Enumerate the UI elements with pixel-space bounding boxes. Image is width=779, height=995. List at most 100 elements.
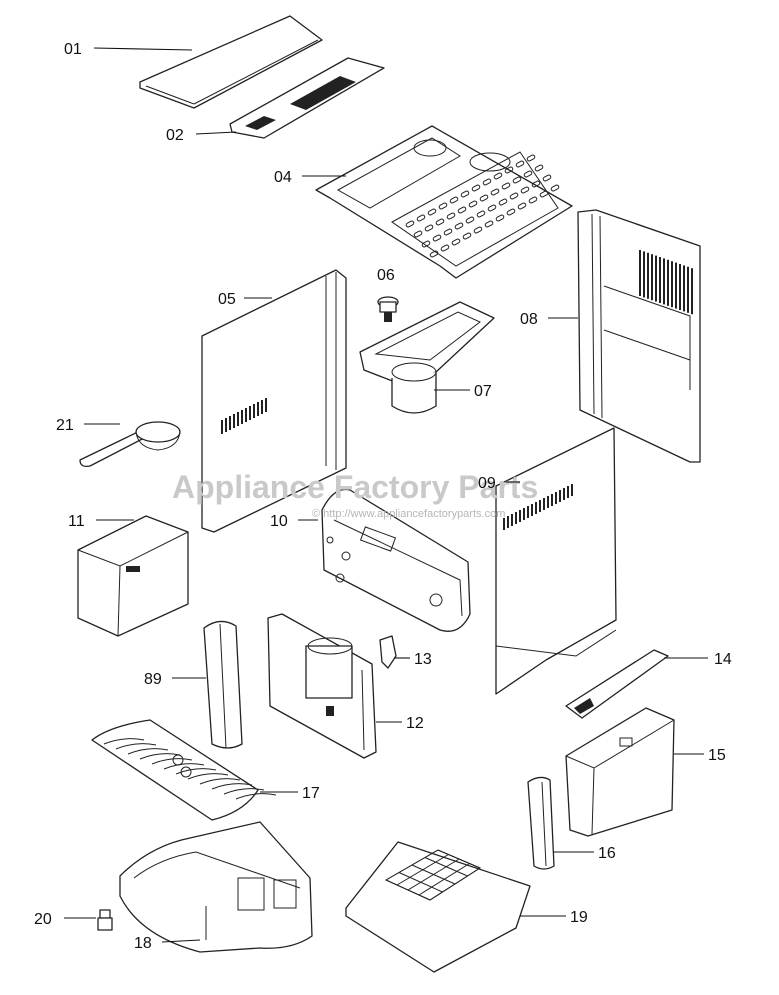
hole [427,208,437,216]
part-17-drip-grate [91,719,277,821]
label-05: 05 [218,291,236,308]
hole [465,216,475,224]
hole [487,204,497,212]
hole [473,226,483,234]
part-04-top-frame [315,125,573,279]
hole [504,166,514,174]
grid-line [424,857,468,877]
hole [462,232,472,240]
hole [526,154,536,162]
watermark-url: © http://www.appliancefactoryparts.com [312,508,505,520]
label-14: 14 [714,651,732,668]
grid-line [418,863,470,896]
hole [440,244,450,252]
label-12: 12 [406,715,424,732]
grate-slot [127,748,169,755]
hole [493,172,503,180]
grate-slot [187,773,229,780]
label-13: 13 [414,651,432,668]
label-16: 16 [598,845,616,862]
label-06: 06 [377,267,395,284]
hole [550,184,560,192]
grate-slot [199,778,241,785]
hole [517,202,527,210]
part-16-side-cover [527,776,555,870]
grate-slot [235,793,277,800]
hole [435,218,445,226]
part-10-control-panel [321,488,471,632]
hole [432,234,442,242]
hole [460,190,470,198]
part-21-scoop [79,421,181,468]
grate-slot [175,768,217,775]
watermark: Appliance Factory Parts © http://www.app… [172,469,538,520]
label-20: 20 [34,911,52,928]
hole [506,208,516,216]
label-11: 11 [68,513,85,530]
label-01: 01 [64,41,82,58]
hole [421,240,431,248]
hole [438,202,448,210]
grate-slot [163,763,205,770]
label-15: 15 [708,747,726,764]
part-20-screw [97,909,113,931]
grid-line [429,867,481,901]
hole [528,196,538,204]
label-02: 02 [166,127,184,144]
label-89: 89 [144,671,162,688]
hole [429,250,439,258]
label-18: 18 [134,935,152,952]
hole [416,214,426,222]
hole [482,178,492,186]
part-18-drip-base [119,821,313,953]
part-01-lid [139,15,323,109]
hole [542,174,552,182]
part-14-handle-strip [565,649,669,719]
hole [446,212,456,220]
grate-slot [115,743,157,750]
hole [520,186,530,194]
part-11-container [77,515,189,637]
hole [449,196,459,204]
watermark-title: Appliance Factory Parts [172,469,538,505]
hole [495,214,505,222]
hole [484,220,494,228]
hole [424,224,434,232]
hole [451,238,461,246]
hole [539,190,549,198]
hole [512,176,522,184]
label-08: 08 [520,311,538,328]
hole [476,210,486,218]
label-21: 21 [56,417,74,434]
part-05-left-panel [201,269,347,533]
hole [490,188,500,196]
grid-line [437,849,481,869]
grate-slot [139,753,181,760]
hole [501,182,511,190]
hole [454,222,464,230]
hole [443,228,453,236]
part-15-water-tank [565,707,675,837]
hole [534,164,544,172]
hole [498,198,508,206]
hole [468,200,478,208]
hole [531,180,541,188]
grid-line [407,858,460,891]
part-19-base-frame [345,841,531,973]
grate-slot [103,738,145,745]
label-07: 07 [474,383,492,400]
hole [523,170,533,178]
part-02-grille [229,57,385,139]
part-08-right-panel [577,209,701,463]
label-10: 10 [270,513,288,530]
label-17: 17 [302,785,320,802]
hole [515,160,525,168]
part-89-column-cover [203,620,243,749]
part-12-brew-frame [267,613,377,759]
hole [479,194,489,202]
part-13-clip [379,635,397,669]
label-09: 09 [478,475,496,492]
hole [405,220,415,228]
grate-slot [211,783,253,790]
